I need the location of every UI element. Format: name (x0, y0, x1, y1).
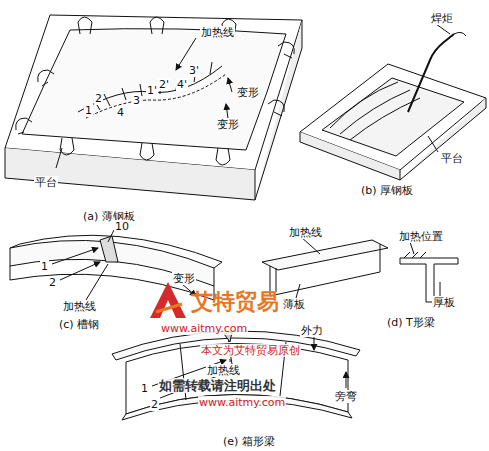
callout-number: 2 (150, 398, 159, 411)
logo (150, 282, 186, 318)
callout-number: 3' (188, 64, 200, 77)
callout-number: 1 (84, 104, 93, 117)
watermark: 艾特贸易 (190, 290, 280, 314)
callout-number: 2' (158, 78, 170, 91)
part-label: 加热线 (62, 300, 97, 313)
watermark: www.aitmy.com (198, 396, 286, 409)
callout-number: 2 (94, 92, 103, 105)
caption: (b) 厚钢板 (360, 184, 414, 197)
callout-number: 1' (146, 84, 158, 97)
caption: (c) 槽钢 (58, 318, 100, 331)
part-label: 变形 (236, 86, 260, 99)
watermark: 本文为艾特贸易原创 (200, 344, 301, 357)
callout-number: 4' (176, 78, 188, 91)
part-label: 加热位置 (398, 230, 444, 243)
part-label: 平台 (34, 176, 58, 189)
part-label: 加热线 (206, 364, 241, 377)
callout-number: 3 (132, 94, 141, 107)
callout-number: 4 (116, 106, 125, 119)
callout-number: 1 (140, 382, 149, 395)
caption: (e) 箱形梁 (222, 435, 276, 448)
part-label: 厚板 (432, 296, 456, 309)
part-label: 薄板 (282, 298, 306, 311)
callout-number: 2 (48, 276, 57, 289)
part-label: 旁弯 (334, 390, 358, 403)
caption: (d) T形梁 (386, 316, 436, 329)
callout-number: 10 (114, 220, 130, 233)
part-label: 平台 (440, 152, 464, 165)
part-label: 变形 (172, 272, 196, 285)
part-label: 加热线 (288, 226, 323, 239)
watermark: 如需转载请注明出处 (158, 378, 277, 393)
part-label: 焊炬 (430, 12, 454, 25)
callout-number: 1 (40, 260, 49, 273)
part-label: 外力 (300, 324, 324, 337)
watermark: www.aitmy.com (160, 322, 248, 335)
part-label: 变形 (216, 118, 240, 131)
part-label: 加热线 (200, 26, 235, 39)
